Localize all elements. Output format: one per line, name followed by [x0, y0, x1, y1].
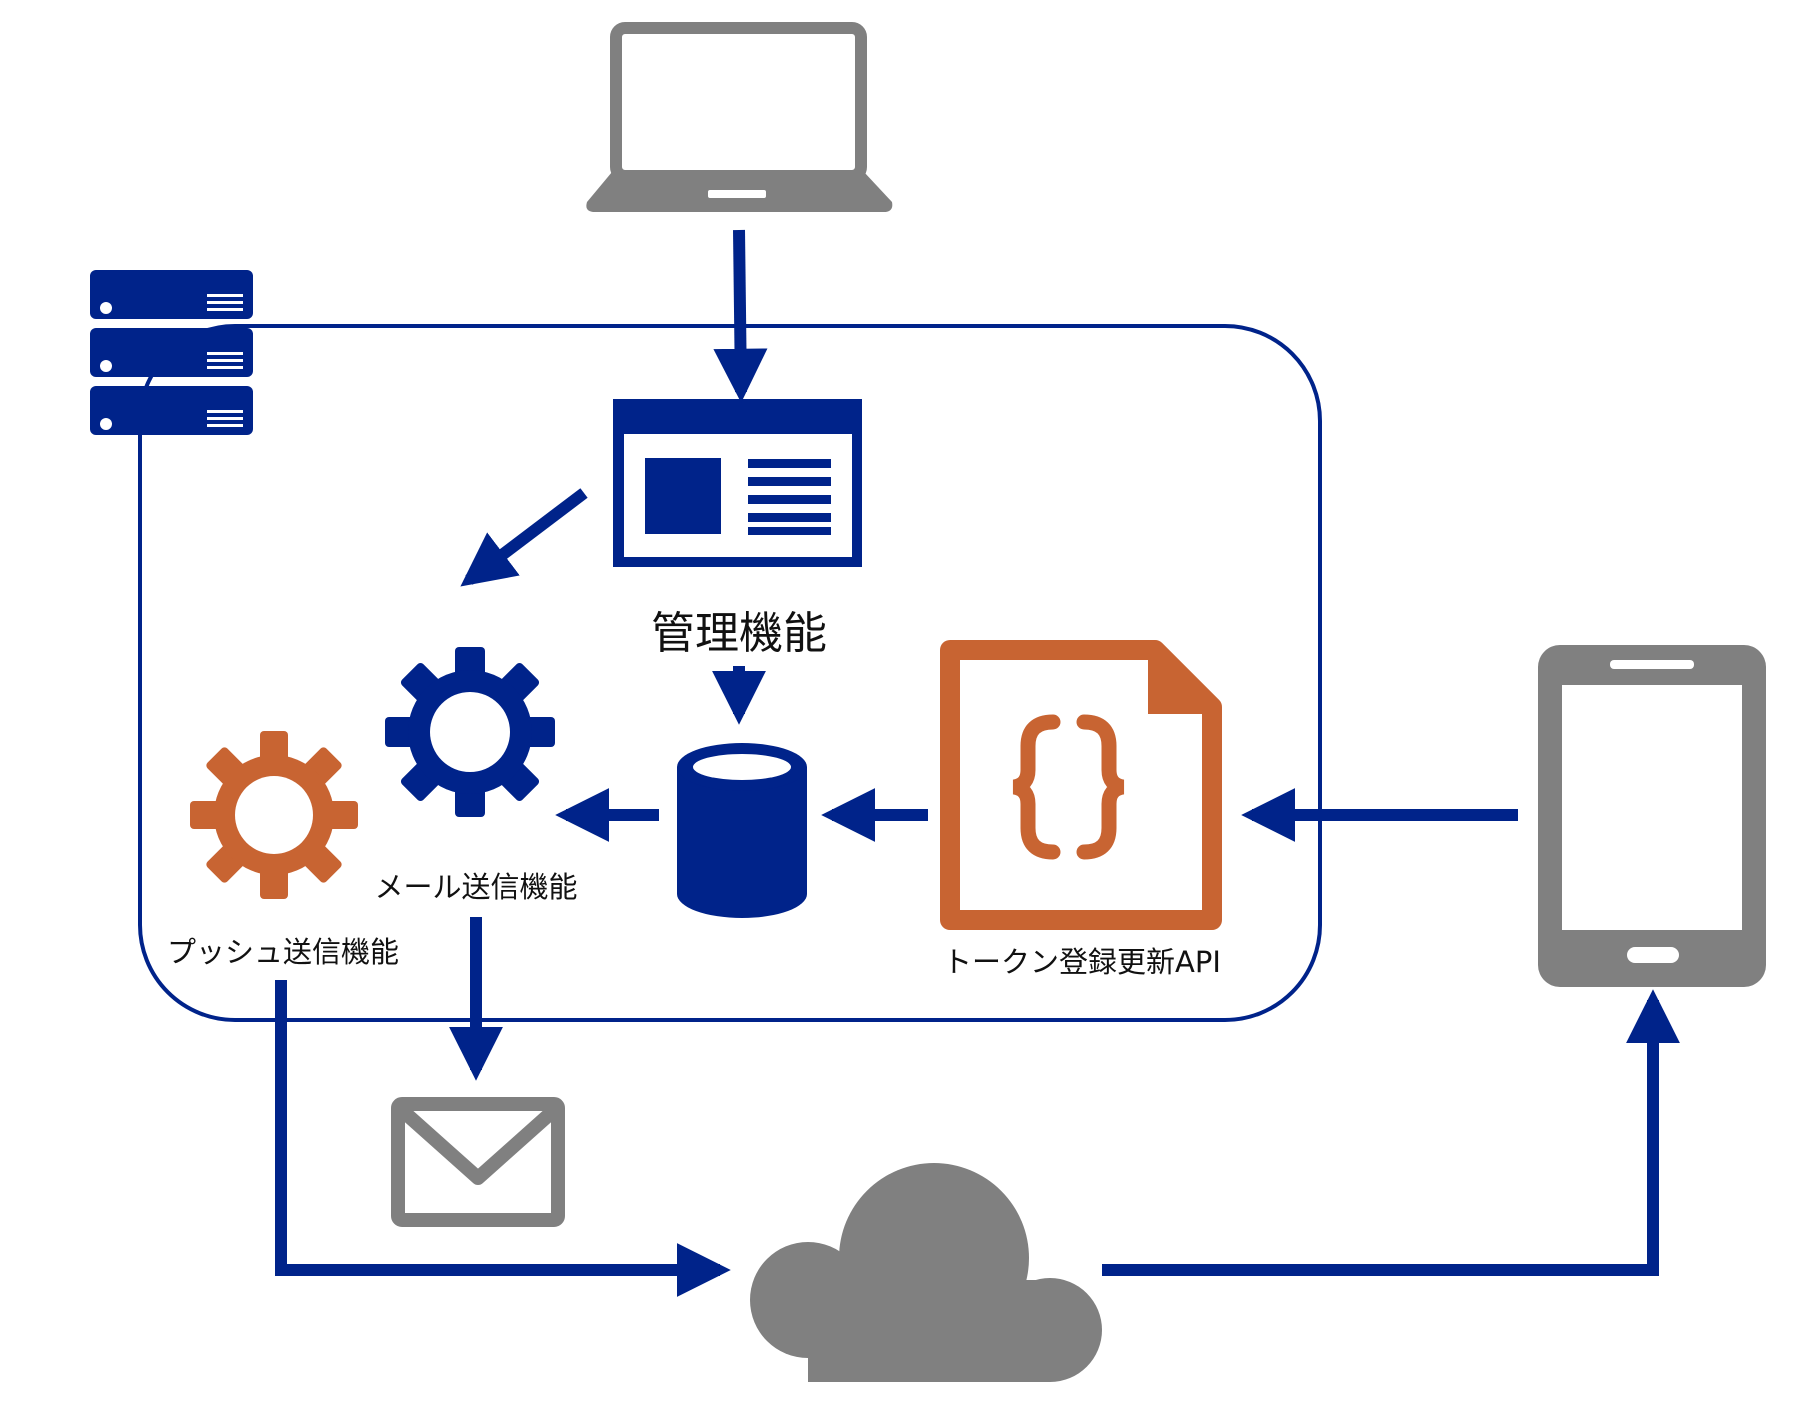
envelope-icon: [391, 1097, 565, 1227]
arrow-admin-to-mail-gear: [460, 488, 588, 587]
arrow-push-gear-to-cloud: [275, 980, 731, 1297]
server-stack-icon: [90, 270, 253, 435]
smartphone-icon: [1538, 645, 1766, 987]
admin-label: 管理機能: [651, 608, 827, 659]
token-api-label: トークン登録更新API: [943, 945, 1221, 979]
push-sender-label: プッシュ送信機能: [167, 935, 399, 969]
cloud-icon: [750, 1163, 1102, 1382]
browser-window-icon: [613, 399, 862, 567]
database-icon: [677, 743, 807, 918]
laptop-icon: [586, 22, 893, 212]
gear-icon: [385, 647, 555, 817]
arrow-laptop-to-admin: [713, 229, 768, 403]
mail-sender-label: メール送信機能: [374, 870, 577, 904]
arrow-cloud-to-smartphone: [1102, 989, 1680, 1276]
connectors: [275, 229, 1680, 1297]
system-boundary: [138, 324, 1322, 1022]
gear-icon: [190, 731, 358, 899]
json-file-icon: [940, 640, 1222, 930]
